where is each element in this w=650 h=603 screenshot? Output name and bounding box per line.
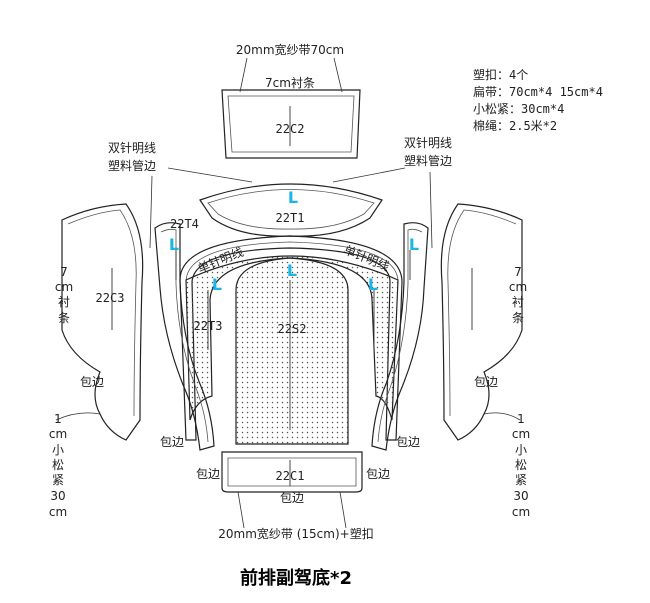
elastic-left-1: 1 <box>54 412 62 426</box>
material-line-4: 棉绳：2.5米*2 <box>473 119 557 133</box>
grain-mark-t1: L <box>288 188 298 207</box>
liner-right-1: 7 <box>514 265 522 279</box>
elastic-right-5: 紧 <box>515 473 527 487</box>
material-list: 塑扣：4个 扁带：70cm*4 15cm*4 小松紧：30cm*4 棉绳：2.5… <box>473 67 603 133</box>
piece-22t4-left: 22T4 L <box>154 217 215 451</box>
binding-label-inner-right: 包边 <box>396 435 420 449</box>
piece-22c2: 22C2 <box>221 57 361 159</box>
plastic-edge-right-label: 塑料管边 <box>404 153 452 168</box>
elastic-right-7: cm <box>512 505 530 519</box>
label-22c1: 22C1 <box>276 469 305 483</box>
elastic-left-2: cm <box>49 427 67 441</box>
liner-right-4: 条 <box>512 311 524 325</box>
piece-22c3-right <box>440 203 523 441</box>
material-line-1: 塑扣：4个 <box>473 67 528 82</box>
piece-22c3-left: 22C3 <box>61 203 144 441</box>
label-22c2: 22C2 <box>276 122 305 136</box>
label-22c3: 22C3 <box>96 291 125 305</box>
label-22t1: 22T1 <box>276 211 305 225</box>
top-tape-label: 20mm宽纱带70cm <box>236 42 344 57</box>
sheet-title: 前排副驾底*2 <box>240 567 352 589</box>
elastic-left-4: 松 <box>52 458 64 472</box>
grain-mark-t3-left: L <box>212 275 222 294</box>
label-22s2: 22S2 <box>278 322 307 336</box>
piece-22s2: L 22S2 <box>235 257 349 445</box>
plastic-edge-left-label: 塑料管边 <box>108 158 156 173</box>
piece-22t1: L 22T1 <box>199 183 383 237</box>
binding-label-bottom-center: 包边 <box>280 491 304 505</box>
grain-mark-t4-left: L <box>169 235 179 254</box>
liner-right-2: cm <box>509 280 527 294</box>
grain-mark-t4-right: L <box>409 235 419 254</box>
binding-label-outer-right: 包边 <box>474 375 498 389</box>
liner-left-2: cm <box>55 280 73 294</box>
elastic-right-6: 30 <box>513 489 528 503</box>
liner-left-1: 7 <box>60 265 68 279</box>
label-22t3: 22T3 <box>194 319 223 333</box>
elastic-left-7: cm <box>49 505 67 519</box>
grain-mark-s2: L <box>287 261 297 280</box>
elastic-left-5: 紧 <box>52 473 64 487</box>
binding-label-bottom-left: 包边 <box>196 467 220 481</box>
material-line-2: 扁带：70cm*4 15cm*4 <box>473 85 603 99</box>
bottom-tape-label: 20mm宽纱带 (15cm)+塑扣 <box>218 526 373 541</box>
elastic-right-2: cm <box>512 427 530 441</box>
binding-label-inner-left: 包边 <box>160 435 184 449</box>
liner-top-label: 7cm衬条 <box>265 76 315 90</box>
elastic-right-3: 小 <box>515 443 527 457</box>
liner-left-3: 衬 <box>58 295 70 309</box>
material-line-3: 小松紧：30cm*4 <box>473 102 564 116</box>
grain-mark-t3-right: L <box>368 275 378 294</box>
binding-label-bottom-right: 包边 <box>366 467 390 481</box>
binding-label-outer-left: 包边 <box>80 375 104 389</box>
double-needle-left-label: 双针明线 <box>108 140 156 155</box>
elastic-right-1: 1 <box>517 412 525 426</box>
liner-right-3: 衬 <box>512 295 524 309</box>
label-22t4: 22T4 <box>170 217 199 231</box>
liner-left-4: 条 <box>58 311 70 325</box>
piece-22t4-right: L <box>371 222 429 451</box>
elastic-left-6: 30 <box>50 489 65 503</box>
elastic-left-3: 小 <box>52 443 64 457</box>
elastic-right-4: 松 <box>515 458 527 472</box>
piece-22c1: 22C1 <box>221 451 363 529</box>
double-needle-right-label: 双针明线 <box>404 135 452 150</box>
